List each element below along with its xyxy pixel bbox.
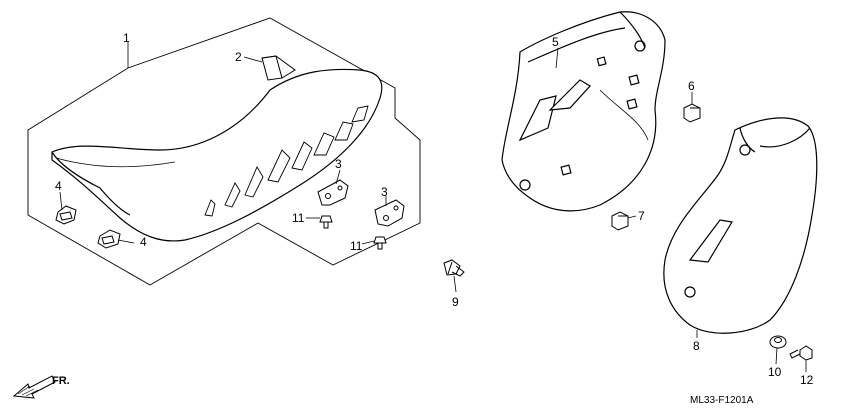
rubber-cushion-lower [97,229,121,249]
callout-3b: 3 [381,185,388,199]
diagram-code: ML33-F1201A [690,395,754,406]
seat-tab [261,55,296,81]
callout-8: 8 [693,339,700,353]
callout-9: 9 [452,295,459,309]
bolt-right [373,236,387,250]
front-direction-arrow [12,375,56,399]
grommet-7 [611,211,629,231]
callout-6: 6 [688,79,695,93]
right-side-cover [663,117,818,334]
left-side-cover [501,11,666,212]
seat-bracket-right [374,199,405,227]
bolt-12 [789,345,813,361]
bolt-9 [443,259,465,277]
callout-4b: 4 [140,235,147,249]
bolt-left [319,215,333,229]
callout-2: 2 [235,50,242,64]
callout-4a: 4 [55,179,62,193]
seat [51,68,383,242]
leader-lines [59,42,807,372]
callout-7: 7 [638,209,645,223]
direction-label: FR. [52,375,70,387]
rubber-cushion-upper [55,205,77,225]
callout-11a: 11 [292,211,305,225]
seat-bracket-left [317,179,349,206]
grommet-6 [683,103,701,123]
callout-10: 10 [768,365,782,379]
washer-10 [769,335,787,349]
callout-1: 1 [123,31,130,45]
callout-12: 12 [800,373,814,387]
callout-11b: 11 [350,239,363,253]
callout-3a: 3 [335,157,342,171]
callout-5: 5 [552,35,559,49]
